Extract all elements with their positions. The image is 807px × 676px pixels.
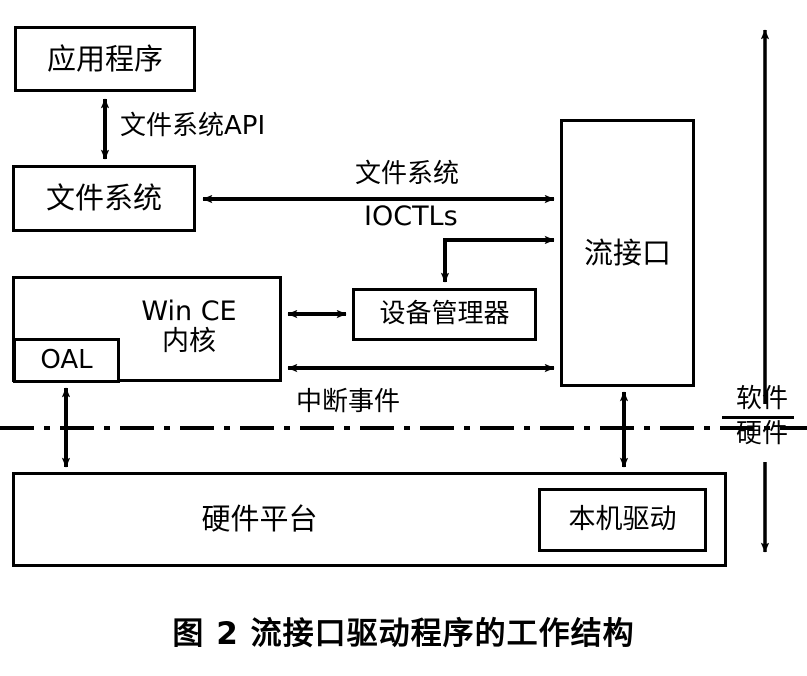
node-win-ce-kernel-label: Win CE 内核 [141, 295, 237, 357]
node-file-system-label: 文件系统 [45, 181, 162, 216]
node-stream-interface-label: 流接口 [583, 235, 671, 270]
edge-stream-devicemanager [440, 235, 555, 283]
node-application-label: 应用程序 [46, 41, 163, 76]
edge-label-file-system: 文件系统 [355, 159, 460, 189]
figure-caption: 图 2 流接口驱动程序的工作结构 [172, 616, 635, 652]
node-file-system: 文件系统 [12, 165, 196, 232]
node-device-manager-label: 设备管理器 [379, 298, 510, 329]
edge-label-interrupt-events: 中断事件 [296, 387, 401, 417]
node-stream-interface: 流接口 [560, 119, 695, 387]
software-hardware-legend: 软件 硬件 [722, 384, 802, 450]
node-win-ce-kernel: Win CE 内核 [12, 276, 282, 382]
legend-divider [722, 415, 794, 419]
edge-label-ioctls: IOCTLs [364, 201, 458, 232]
node-native-driver-label: 本机驱动 [568, 503, 677, 535]
node-application: 应用程序 [14, 26, 196, 92]
legend-hardware-label: 硬件 [735, 418, 788, 449]
edge-label-file-system-api: 文件系统API [120, 111, 266, 141]
legend-software-label: 软件 [735, 384, 788, 414]
node-hardware-platform-label: 硬件平台 [201, 502, 318, 537]
node-device-manager: 设备管理器 [352, 288, 537, 341]
node-oal: OAL [13, 338, 120, 383]
node-oal-label: OAL [40, 344, 93, 375]
node-native-driver: 本机驱动 [538, 488, 707, 552]
